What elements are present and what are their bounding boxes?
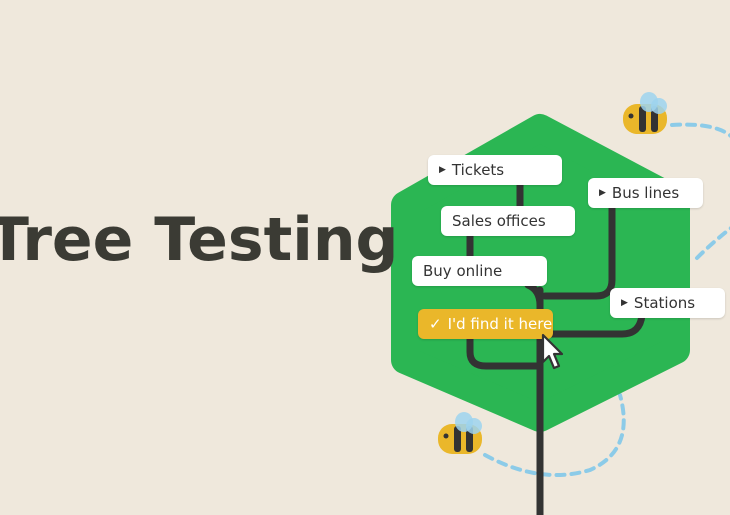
tree-node-tickets[interactable]: ▶ Tickets [428,155,562,185]
mouse-pointer-icon [541,333,564,370]
bee-trail [670,122,730,138]
triangle-right-icon: ▶ [439,165,446,175]
node-label: Bus lines [611,184,680,202]
triangle-right-icon: ▶ [621,298,628,308]
node-label: Stations [633,294,696,312]
tree-node-stations[interactable]: ▶ Stations [610,288,725,318]
node-label: Tickets [451,161,505,179]
node-label: I'd find it here [447,315,553,333]
node-label: Sales offices [452,212,546,230]
tree-node-buy-online[interactable]: Buy online [412,256,547,286]
page-title: Tree Testing [0,205,399,275]
tree-node-bus-lines[interactable]: ▶ Bus lines [588,178,703,208]
bee-icon [438,412,482,454]
triangle-right-icon: ▶ [599,188,606,198]
bee-trail [483,393,626,477]
node-label: Buy online [423,262,503,280]
bee-trail [695,226,730,260]
find-it-here-button[interactable]: ✓ I'd find it here [418,309,553,339]
tree-node-sales-offices[interactable]: Sales offices [441,206,575,236]
bee-icon [623,92,667,134]
check-icon: ✓ [429,315,442,333]
